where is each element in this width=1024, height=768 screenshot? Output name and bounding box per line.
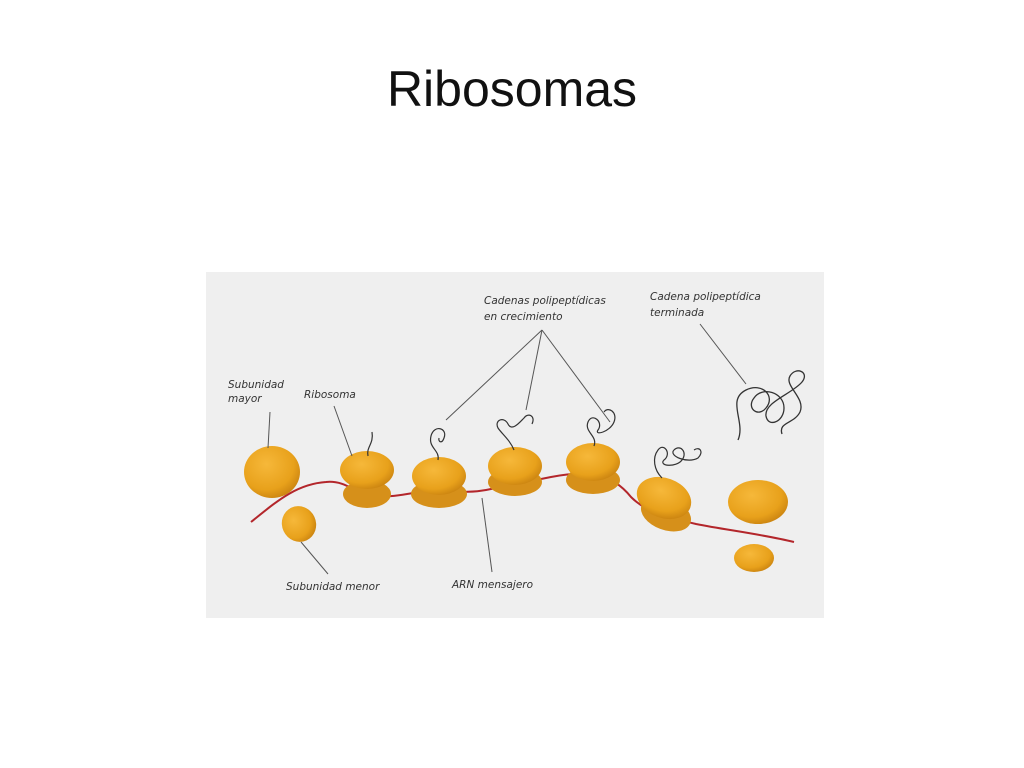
leader-small-subunit: [300, 541, 329, 575]
large-subunit: [244, 446, 300, 498]
label-large-subunit-line1: Subunidad: [228, 379, 284, 391]
leader-ribosome: [333, 405, 353, 457]
small-subunit: [281, 506, 317, 542]
label-mrna: ARN mensajero: [451, 579, 533, 591]
released-large-subunit: [728, 480, 788, 524]
label-large-subunit-line2: mayor: [228, 393, 262, 405]
label-finished-chain-line1: Cadena polipeptídica: [650, 291, 761, 303]
leader-growing-chain-3: [541, 329, 611, 423]
ribosome-5: [636, 446, 702, 532]
finished-polypeptide-chain: [736, 370, 805, 441]
label-small-subunit: Subunidad menor: [286, 581, 380, 593]
leader-growing-chain-1: [445, 329, 543, 421]
slide-title: Ribosomas: [386, 61, 638, 117]
ribosome-2: [411, 428, 467, 508]
label-growing-chains-line2: en crecimiento: [484, 311, 563, 323]
label-finished-chain-line2: terminada: [650, 307, 704, 319]
ribosome-diagram: Subunidad mayor Ribosoma Cadenas polipep…: [206, 272, 824, 618]
ribosome-1: [340, 431, 394, 508]
released-small-subunit: [734, 544, 774, 572]
leader-finished-chain: [699, 323, 747, 385]
ribosome-3: [488, 414, 542, 496]
label-growing-chains-line1: Cadenas polipeptídicas: [484, 295, 606, 307]
leader-growing-chain-2: [525, 329, 543, 411]
label-ribosome: Ribosoma: [304, 389, 356, 401]
ribosome-diagram-svg: Subunidad mayor Ribosoma Cadenas polipep…: [228, 291, 805, 593]
leader-mrna: [481, 497, 493, 573]
ribosome-4: [566, 409, 620, 494]
leader-large-subunit: [267, 411, 271, 449]
